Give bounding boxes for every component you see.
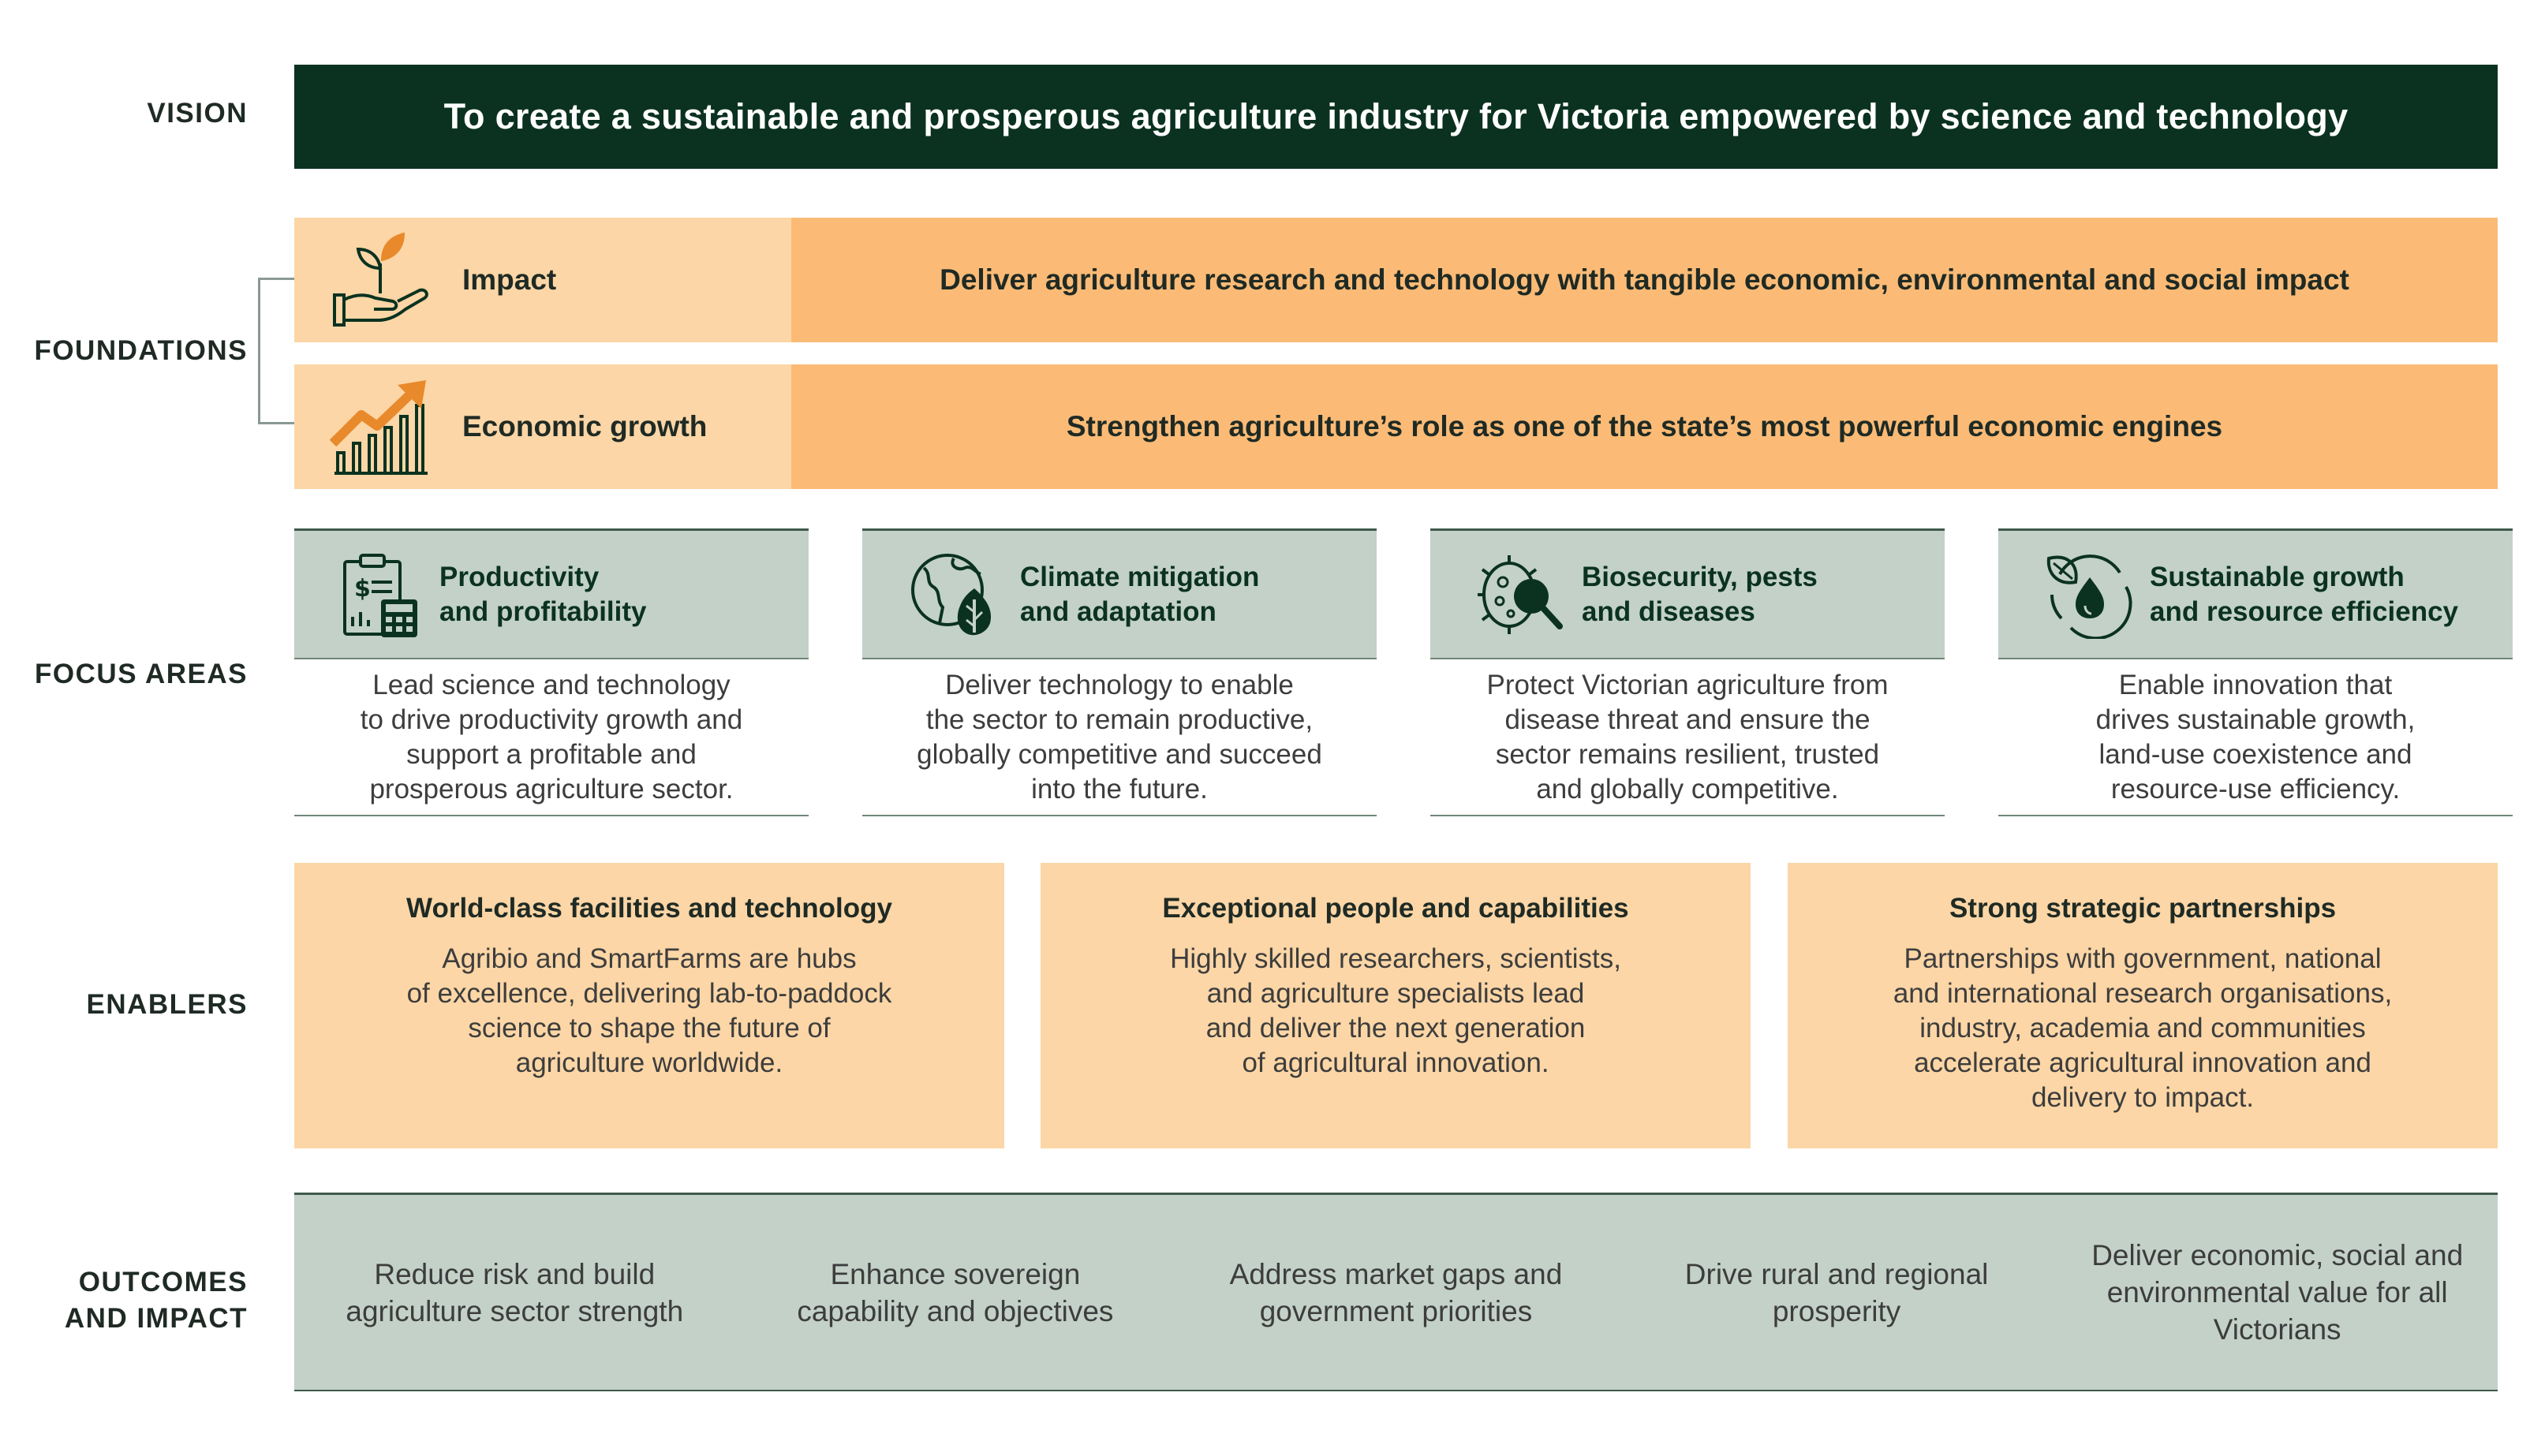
enabler-partnerships: Strong strategic partnerships Partnershi… bbox=[1788, 863, 2498, 1148]
leaf-water-drop-icon bbox=[2046, 554, 2132, 639]
outcome-item: Enhance sovereign capability and objecti… bbox=[797, 1257, 1114, 1327]
growth-chart-icon bbox=[330, 380, 428, 475]
enabler-facilities: World-class facilities and technology Ag… bbox=[294, 863, 1004, 1148]
focus-area-header: Biosecurity, pests and diseases bbox=[1430, 528, 1945, 658]
enabler-description: Highly skilled researchers, scientists, … bbox=[1170, 943, 1621, 1078]
enablers-label: ENABLERS bbox=[86, 989, 248, 1020]
focus-area-climate: Climate mitigation and adaptation Delive… bbox=[862, 528, 1377, 816]
outcomes-label-line2: AND IMPACT bbox=[64, 1303, 248, 1334]
outcomes-panel: Reduce risk and build agriculture sector… bbox=[294, 1193, 2498, 1391]
focus-area-title: Sustainable growth and resource efficien… bbox=[2150, 561, 2458, 627]
enabler-description: Agribio and SmartFarms are hubs of excel… bbox=[406, 943, 892, 1078]
enabler-people: Exceptional people and capabilities High… bbox=[1041, 863, 1751, 1148]
foundation-economic-growth: Economic growth Strengthen agriculture’s… bbox=[294, 364, 2498, 489]
outcomes-label-line1: OUTCOMES bbox=[78, 1267, 248, 1297]
globe-leaf-icon bbox=[911, 553, 992, 635]
focus-area-description: Enable innovation that drives sustainabl… bbox=[1998, 658, 2513, 816]
focus-area-title: Biosecurity, pests and diseases bbox=[1582, 561, 1818, 627]
focus-area-header: Sustainable growth and resource efficien… bbox=[1998, 528, 2513, 658]
foundation-impact: Impact Deliver agriculture research and … bbox=[294, 218, 2498, 342]
svg-text:$: $ bbox=[354, 575, 371, 603]
outcome-item: Reduce risk and build agriculture sector… bbox=[346, 1257, 684, 1327]
hand-sprout-icon bbox=[333, 232, 428, 327]
focus-area-productivity: $ Productivity and profitability Lead sc… bbox=[294, 528, 809, 816]
enabler-title: Exceptional people and capabilities bbox=[1162, 893, 1629, 924]
microbe-magnifier-icon bbox=[1478, 554, 1563, 634]
focus-areas-label: FOCUS AREAS bbox=[35, 659, 248, 689]
focus-area-title: Productivity and profitability bbox=[439, 561, 647, 627]
foundation-economic-growth-header: Economic growth bbox=[294, 364, 791, 489]
outcome-item: Address market gaps and government prior… bbox=[1229, 1257, 1563, 1327]
enabler-title: Strong strategic partnerships bbox=[1949, 893, 2337, 924]
foundation-impact-header: Impact bbox=[294, 218, 791, 342]
focus-area-title: Climate mitigation and adaptation bbox=[1020, 561, 1260, 627]
outcome-item: Drive rural and regional prosperity bbox=[1684, 1257, 1989, 1327]
focus-area-description: Lead science and technology to drive pro… bbox=[294, 658, 809, 816]
focus-area-header: Climate mitigation and adaptation bbox=[862, 528, 1377, 658]
enabler-title: World-class facilities and technology bbox=[406, 893, 892, 924]
foundation-impact-statement: Deliver agriculture research and technol… bbox=[791, 218, 2498, 342]
foundation-economic-growth-name: Economic growth bbox=[462, 410, 708, 442]
vision-statement: To create a sustainable and prosperous a… bbox=[294, 65, 2498, 169]
focus-area-sustainable-growth: Sustainable growth and resource efficien… bbox=[1998, 528, 2513, 816]
focus-area-biosecurity: Biosecurity, pests and diseases Protect … bbox=[1430, 528, 1945, 816]
focus-area-description: Deliver technology to enable the sector … bbox=[862, 658, 1377, 816]
focus-area-header: $ Productivity and profitability bbox=[294, 528, 809, 658]
outcome-item: Deliver economic, social and environment… bbox=[2091, 1239, 2464, 1346]
foundation-economic-growth-statement: Strengthen agriculture’s role as one of … bbox=[791, 364, 2498, 489]
outcomes-label: OUTCOMES AND IMPACT bbox=[65, 1264, 248, 1337]
clipboard-calculator-icon: $ bbox=[343, 553, 417, 637]
foundations-label: FOUNDATIONS bbox=[34, 335, 248, 366]
foundations-bracket bbox=[258, 278, 294, 424]
focus-area-description: Protect Victorian agriculture from disea… bbox=[1430, 658, 1945, 816]
foundation-impact-name: Impact bbox=[462, 263, 557, 296]
enabler-description: Partnerships with government, national a… bbox=[1893, 943, 2393, 1113]
vision-label: VISION bbox=[147, 98, 248, 129]
